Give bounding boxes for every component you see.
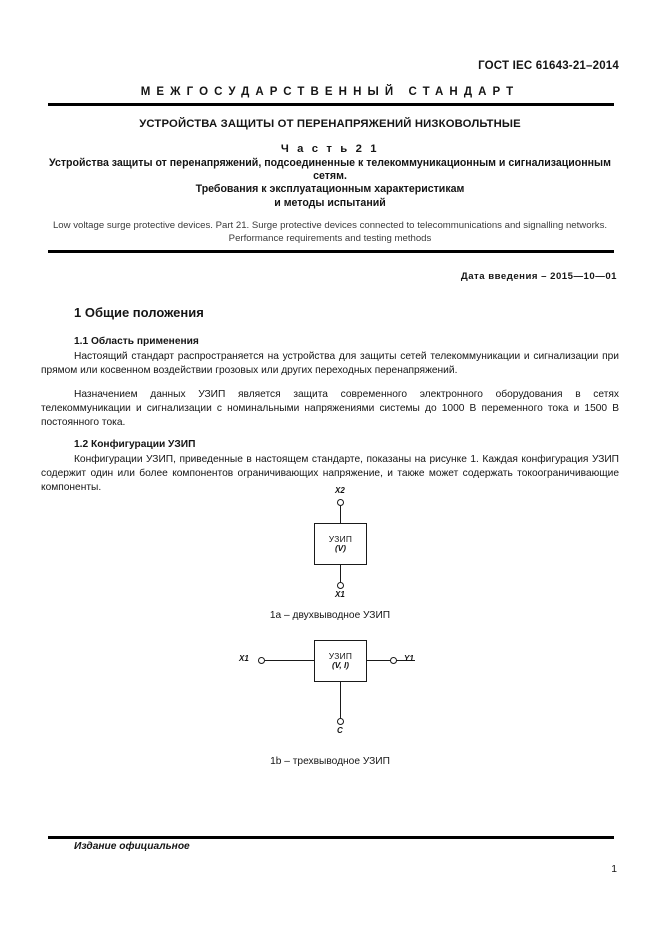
figure-1b-caption: 1b – трехвыводное УЗИП	[270, 756, 390, 767]
terminal-label-y1: Y1	[404, 654, 414, 663]
spd-box-params: (V, I)	[332, 661, 349, 670]
title-subtitle: Устройства защиты от перенапряжений, под…	[49, 157, 611, 209]
section-1-2-paragraph-1: Конфигурации УЗИП, приведенные в настоящ…	[41, 454, 619, 494]
figure-1b: X1 УЗИП (V, I) Y1 C 1b – трехвыводное УЗ…	[41, 630, 619, 780]
title-rule	[48, 250, 614, 253]
spd-box-label: УЗИП	[328, 534, 353, 544]
section-1-2-heading: 1.2 Конфигурации УЗИП	[74, 439, 196, 450]
terminal-node-c	[337, 718, 344, 725]
document-code: ГОСТ IEC 61643-21–2014	[478, 60, 619, 72]
wire-top	[340, 506, 342, 523]
page-number: 1	[611, 864, 617, 875]
wire-left	[265, 660, 315, 662]
figure-1a-canvas: X2 УЗИП (V) X1 1a – двухвыводное УЗИП	[41, 486, 619, 621]
terminal-node-y1	[390, 657, 397, 664]
spd-box-three-terminal: УЗИП (V, I)	[314, 640, 367, 682]
introduction-date: Дата введения – 2015—10—01	[460, 271, 617, 282]
wire-bottom	[340, 565, 342, 582]
terminal-label-x1: X1	[335, 590, 345, 599]
terminal-label-x2: X2	[335, 486, 345, 495]
terminal-node-x1	[337, 582, 344, 589]
section-1-1-heading: 1.1 Область применения	[74, 336, 199, 347]
section-1-1-paragraph-1: Настоящий стандарт распространяется на у…	[41, 351, 619, 377]
standard-banner: МЕЖГОСУДАРСТВЕННЫЙ СТАНДАРТ	[140, 86, 520, 98]
edition-note: Издание официальное	[74, 841, 190, 852]
page-content: ГОСТ IEC 61643-21–2014 МЕЖГОСУДАРСТВЕННЫ…	[41, 0, 619, 936]
title-english: Low voltage surge protective devices. Pa…	[52, 220, 608, 244]
terminal-node-x1	[258, 657, 265, 664]
figure-1a-caption: 1a – двухвыводное УЗИП	[269, 610, 391, 621]
terminal-node-x2	[337, 499, 344, 506]
wire-bottom	[340, 682, 342, 718]
terminal-label-c: C	[337, 726, 343, 735]
figure-1a: X2 УЗИП (V) X1 1a – двухвыводное УЗИП	[41, 486, 619, 621]
header-rule	[48, 103, 614, 106]
footer-rule	[48, 836, 614, 839]
spd-box-two-terminal: УЗИП (V)	[314, 523, 367, 565]
terminal-label-x1: X1	[239, 654, 249, 663]
spd-box-label: УЗИП	[328, 651, 353, 661]
spd-box-params: (V)	[335, 544, 346, 553]
title-main: УСТРОЙСТВА ЗАЩИТЫ ОТ ПЕРЕНАПРЯЖЕНИЙ НИЗК…	[139, 118, 521, 130]
title-part: Ч а с т ь 2 1	[280, 143, 380, 155]
figure-1b-canvas: X1 УЗИП (V, I) Y1 C 1b – трехвыводное УЗ…	[41, 630, 619, 780]
section-1-1-paragraph-2: Назначением данных УЗИП является защита …	[41, 389, 619, 429]
section-1-heading: 1 Общие положения	[74, 305, 204, 320]
